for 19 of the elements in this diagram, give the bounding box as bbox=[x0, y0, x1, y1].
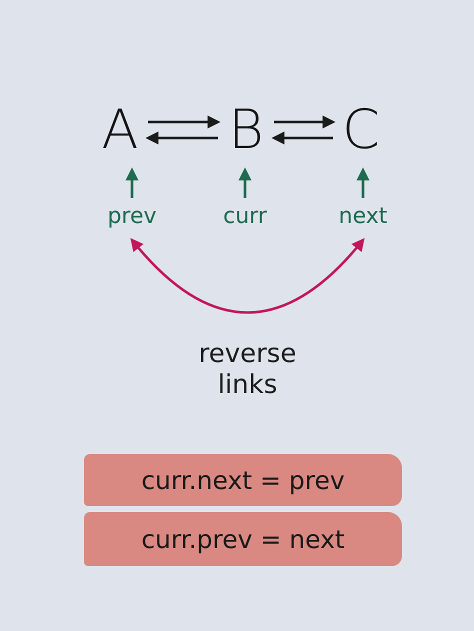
node-letter: B bbox=[228, 103, 264, 157]
node-letter: A bbox=[102, 103, 138, 157]
pointer-label: prev bbox=[107, 206, 157, 228]
arrow bbox=[271, 132, 333, 144]
arrow bbox=[356, 167, 370, 198]
arrow bbox=[126, 167, 138, 198]
node-letter: C bbox=[342, 103, 380, 157]
pointer-label: curr bbox=[223, 206, 267, 228]
arrow bbox=[145, 132, 218, 144]
arrow bbox=[148, 116, 221, 128]
arrow bbox=[238, 167, 252, 198]
arrow bbox=[274, 116, 336, 128]
code-text: curr.prev = next bbox=[141, 526, 345, 552]
highlight-band bbox=[84, 454, 402, 506]
edge-label: reverse links bbox=[198, 338, 298, 401]
pointer-label: next bbox=[338, 206, 388, 228]
curved-double-arrow bbox=[130, 238, 365, 314]
highlight-band bbox=[84, 512, 402, 566]
code-text: curr.next = prev bbox=[141, 468, 345, 492]
